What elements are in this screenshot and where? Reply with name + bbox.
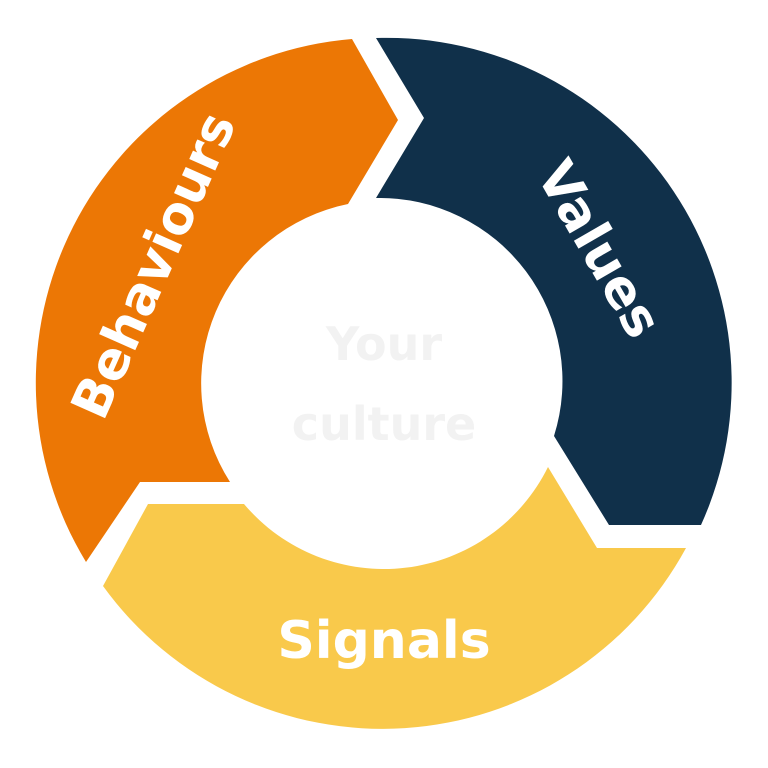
center-label-line2: culture xyxy=(292,397,476,451)
values-segment xyxy=(376,37,732,526)
behaviours-segment xyxy=(35,39,398,562)
center-label-line1: Your xyxy=(325,317,442,371)
signals-segment xyxy=(103,467,686,729)
signals-label: Signals xyxy=(277,611,490,671)
